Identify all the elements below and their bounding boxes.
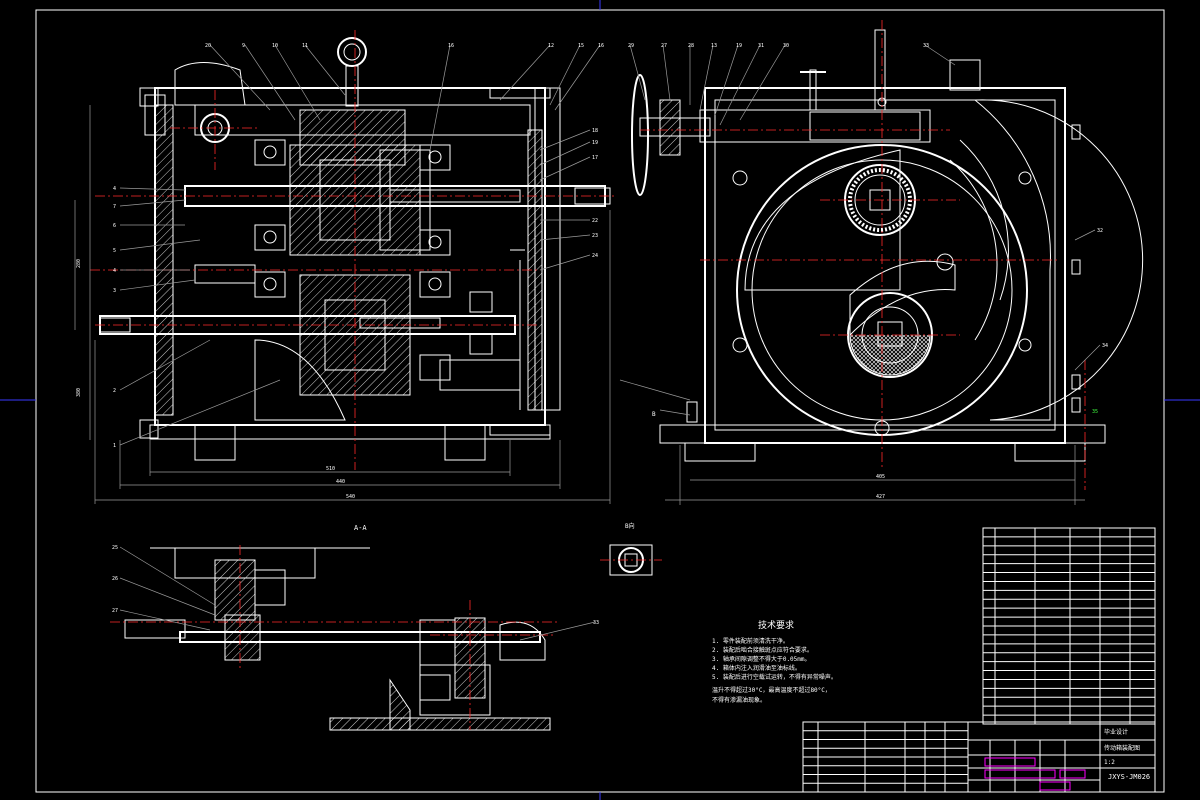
side-balloon-group: 29 27 28 13 19 31 30 33 32 34 B 405 427 — [619, 43, 1108, 505]
title-scale: 1:2 — [1104, 759, 1115, 766]
side-center-lines — [640, 20, 1086, 490]
balloon-right-5: 23 — [592, 233, 598, 239]
balloon-detail-4: 33 — [593, 620, 599, 626]
side-view[interactable]: 35 — [631, 20, 1144, 490]
balloon-side-top-3: 28 — [688, 43, 694, 49]
tech-req-item-3: 3. 轴承间隙调整不得大于0.05mm。 — [712, 655, 811, 663]
title-name: 传动箱装配图 — [1104, 744, 1140, 752]
balloon-detail-3: 27 — [112, 608, 118, 614]
balloon-right-1: 18 — [592, 128, 598, 134]
side-callout-1: 32 — [1097, 228, 1103, 234]
balloon-detail-2: 26 — [112, 576, 118, 582]
balloon-side-top-5: 19 — [736, 43, 742, 49]
balloon-left-8: 1 — [113, 443, 116, 449]
dim-front-outer: 540 — [346, 494, 355, 500]
parts-list-bottom[interactable] — [802, 721, 969, 793]
balloon-front-top-6: 12 — [548, 43, 554, 49]
front-balloon-group: 20 9 10 11 16 12 15 16 4 7 6 5 4 3 2 1 1… — [113, 43, 604, 449]
balloon-front-top-2: 9 — [242, 43, 245, 49]
balloon-front-top-5: 16 — [448, 43, 454, 49]
balloon-left-4: 5 — [113, 248, 116, 254]
balloon-left-5: 4 — [113, 268, 116, 274]
dim-front-mid: 440 — [336, 479, 345, 485]
balloon-front-top-7: 15 — [578, 43, 584, 49]
balloon-front-top-8: 16 — [598, 43, 604, 49]
balloon-detail-1: 25 — [112, 545, 118, 551]
section-aa-view[interactable]: A-A 25 26 27 33 — [110, 524, 599, 731]
front-dimensions: 510 440 540 380 280 — [74, 105, 611, 504]
tech-req-item-2: 2. 装配后啮合接触斑点应符合要求。 — [712, 646, 813, 654]
balloon-side-top-4: 13 — [711, 43, 717, 49]
front-section-view[interactable] — [90, 30, 615, 470]
balloon-right-2: 19 — [592, 140, 598, 146]
title-drawing-number: JXYS-JM026 — [1108, 773, 1150, 781]
dim-front-inner: 510 — [326, 466, 335, 472]
detail-b-view[interactable]: B向 — [600, 522, 662, 576]
tech-req-title: 技术要求 — [758, 619, 794, 631]
title-school: 毕业设计 — [1104, 728, 1128, 736]
tech-req-item-1: 1. 零件装配前须清洗干净。 — [712, 637, 789, 645]
balloon-right-4: 22 — [592, 218, 598, 224]
arrow-b-label: B — [652, 411, 656, 418]
dim-height-left: 380 — [76, 388, 82, 397]
balloon-left-2: 7 — [113, 204, 116, 210]
balloon-front-top-4: 11 — [302, 43, 308, 49]
parts-list-right[interactable] — [982, 527, 1156, 725]
balloon-side-top-2: 27 — [661, 43, 667, 49]
tech-req-item-7: 不得有渗漏油现象。 — [712, 696, 766, 704]
balloon-left-6: 3 — [113, 288, 116, 294]
detail-b-label: B向 — [625, 522, 635, 530]
title-block[interactable]: 毕业设计 传动箱装配图 1:2 JXYS-JM026 — [967, 721, 1156, 793]
balloon-side-top-8: 33 — [923, 43, 929, 49]
balloon-right-6: 24 — [592, 253, 598, 259]
balloon-left-7: 2 — [113, 388, 116, 394]
balloon-right-3: 17 — [592, 155, 598, 161]
balloon-front-top-3: 10 — [272, 43, 278, 49]
section-aa-label: A-A — [354, 524, 367, 532]
tech-req-item-5: 5. 装配后进行空载试运转，不得有异常噪声。 — [712, 673, 837, 681]
balloon-side-top-1: 29 — [628, 43, 634, 49]
balloon-side-top-7: 30 — [783, 43, 789, 49]
tech-req-item-6: 温升不得超过30°C，最高温度不超过80°C， — [712, 686, 831, 694]
balloon-side-top-6: 31 — [758, 43, 764, 49]
dim-height-mid: 280 — [76, 259, 82, 268]
dim-side-inner: 405 — [876, 474, 885, 480]
side-callout-2: 34 — [1102, 343, 1108, 349]
balloon-front-top-1: 20 — [205, 43, 211, 49]
balloon-left-3: 6 — [113, 223, 116, 229]
technical-requirements: 技术要求 1. 零件装配前须清洗干净。 2. 装配后啮合接触斑点应符合要求。 3… — [712, 619, 837, 704]
tech-req-item-4: 4. 箱体内注入润滑油至油标线。 — [712, 664, 801, 672]
balloon-left-1: 4 — [113, 186, 116, 192]
dim-side-outer: 427 — [876, 494, 885, 500]
side-green-note: 35 — [1092, 409, 1098, 415]
